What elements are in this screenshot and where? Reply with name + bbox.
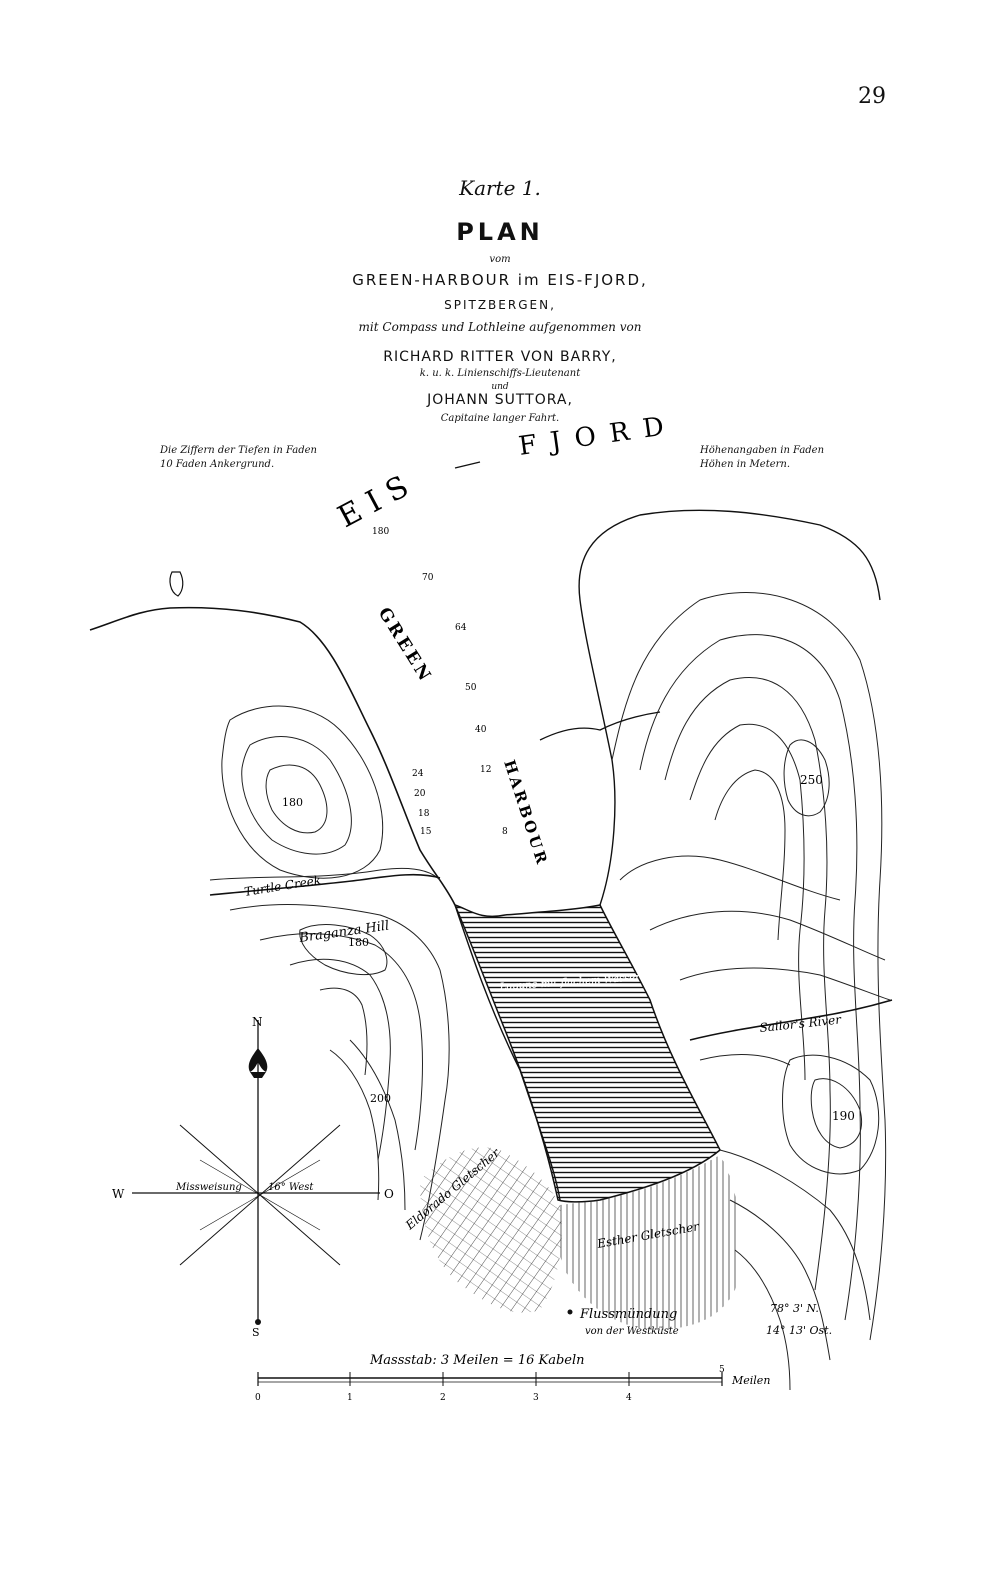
author-2: JOHANN SUTTORA, xyxy=(427,392,573,408)
author-conjunction: und xyxy=(491,382,509,392)
height-note-line2: Höhen in Metern. xyxy=(700,459,791,470)
scale-bar xyxy=(257,1372,723,1386)
depth-5: 40 xyxy=(475,725,487,735)
map-title: GREEN-HARBOUR im EIS-FJORD, xyxy=(352,271,648,289)
author-2-rank: Capitaine langer Fahrt. xyxy=(440,413,560,424)
river-mouth-marker xyxy=(567,1309,573,1315)
scale-tick-3: 3 xyxy=(533,1393,539,1403)
compass-east: O xyxy=(384,1187,394,1201)
depth-note: Die Ziffern der Tiefen in Faden 10 Faden… xyxy=(160,444,380,472)
height-label-2: 180 xyxy=(348,936,369,949)
map-number: Karte 1. xyxy=(459,176,541,200)
scale-tick-5: 5 xyxy=(719,1365,725,1375)
scale-unit: Meilen xyxy=(731,1374,770,1387)
coastline-east xyxy=(578,509,881,906)
map-title-plan: PLAN xyxy=(456,218,544,246)
coords-line2: 14° 13' Ost. xyxy=(766,1324,832,1337)
lagoon xyxy=(453,903,721,1203)
compass-north: N xyxy=(252,1015,263,1029)
depth-note-line2: 10 Faden Ankergrund. xyxy=(160,459,275,470)
river-mouth-label: Flussmündung xyxy=(579,1307,677,1322)
compass-rose xyxy=(132,1020,380,1320)
height-note: Höhenangaben in Faden Höhen in Metern. xyxy=(700,444,860,472)
author-1-rank: k. u. k. Linienschiffs-Lieutenant xyxy=(419,368,581,379)
river-left-line xyxy=(209,873,441,896)
depth-3: 64 xyxy=(455,623,467,633)
compass-declination: Missweisung xyxy=(175,1182,242,1193)
compass-west: W xyxy=(112,1187,125,1201)
compass-south: S xyxy=(252,1326,260,1339)
depth-6: 24 xyxy=(412,769,424,779)
river-north-east-line xyxy=(539,711,661,741)
map-title-vom: vom xyxy=(489,254,511,265)
height-label-5: 190 xyxy=(832,1109,855,1123)
fjord-label-fjord: FJORD xyxy=(517,410,680,462)
scale-tick-2: 2 xyxy=(440,1393,446,1403)
glacier-left-area xyxy=(420,1147,562,1313)
height-label-1: 180 xyxy=(282,796,303,809)
depth-9: 15 xyxy=(420,827,432,837)
scale-tick-4: 4 xyxy=(626,1393,632,1403)
harbour-label-harbour: HARBOUR xyxy=(500,758,551,869)
coords-line1: 78° 3' N. xyxy=(770,1302,819,1315)
scale-tick-0: 0 xyxy=(255,1393,261,1403)
depth-2: 70 xyxy=(422,573,434,583)
map-region: SPITZBERGEN, xyxy=(444,298,556,312)
depth-11: 8 xyxy=(502,827,508,837)
scale-title: Massstab: 3 Meilen = 16 Kabeln xyxy=(369,1353,585,1368)
glacier-right-area xyxy=(557,1155,740,1330)
depth-note-line1: Die Ziffern der Tiefen in Faden xyxy=(160,445,317,456)
contours-west xyxy=(209,705,450,1241)
depth-4: 50 xyxy=(465,683,477,693)
depth-1: 180 xyxy=(372,527,389,537)
contours-east xyxy=(611,592,891,1391)
fjord-label-eis: EIS xyxy=(332,465,423,535)
height-label-4: 200 xyxy=(370,1092,391,1105)
river-mouth-sub: von der Westküste xyxy=(585,1326,679,1337)
harbour-label-green: GREEN xyxy=(374,604,436,687)
depth-7: 20 xyxy=(414,789,426,799)
height-label-3: 250 xyxy=(800,773,823,787)
depth-10: 12 xyxy=(480,765,491,775)
hill-label: Braganza Hill xyxy=(297,919,390,947)
depth-8: 18 xyxy=(418,809,430,819)
river-right-label: Sailor's River xyxy=(759,1012,843,1035)
compass-declination-value: 16° West xyxy=(268,1182,314,1193)
scale-tick-1: 1 xyxy=(347,1393,353,1403)
page-number: 29 xyxy=(858,84,886,109)
survey-method: mit Compass und Lothleine aufgenommen vo… xyxy=(358,320,642,334)
river-right-line xyxy=(689,999,893,1041)
author-1: RICHARD RITTER VON BARRY, xyxy=(383,349,617,365)
height-note-line1: Höhenangaben in Faden xyxy=(700,445,825,456)
coastline-west xyxy=(89,606,456,906)
compass-south-mark xyxy=(255,1319,261,1325)
north-fleur-icon xyxy=(248,1048,268,1078)
island-outline xyxy=(169,571,184,597)
